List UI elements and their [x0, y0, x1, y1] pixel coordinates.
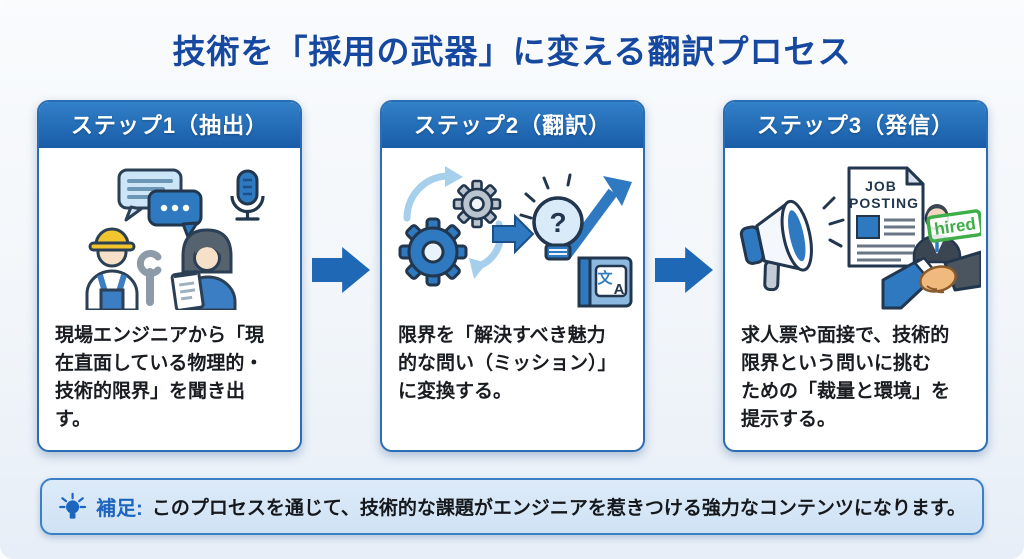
block-arrow-icon [491, 213, 534, 255]
svg-text:文: 文 [597, 269, 613, 287]
step2-header: ステップ2（翻訳） [382, 102, 643, 148]
svg-text:A: A [613, 281, 624, 298]
translate-book-icon: 文 A [577, 256, 632, 308]
page-title: 技術を「採用の武器」に変える翻訳プロセス [172, 33, 852, 70]
svg-text:POSTING: POSTING [848, 195, 918, 211]
sound-lines-icon [822, 196, 844, 248]
step3-header: ステップ3（発信） [725, 102, 986, 148]
lightbulb-icon [59, 492, 87, 519]
step2-description: 限界を「解決すべき魅力 的な問い（ミッション）」 に変換する。 [398, 325, 617, 403]
handshake-icon [881, 250, 981, 310]
job-posting-document-icon: JOB POSTING [847, 166, 924, 268]
step2-illustration: ? 文 A [382, 148, 643, 316]
notepad-icon [170, 270, 205, 310]
supplement-note: 補足: このプロセスを通じて、技術的な課題がエンジニアを惹きつける強力なコンテン… [40, 478, 984, 535]
step1-illustration [39, 148, 300, 316]
interview-scene-icon [85, 168, 265, 310]
wrench-icon [136, 250, 161, 306]
process-steps-row: ステップ1（抽出） [37, 100, 988, 452]
step3-card: ステップ3（発信） [723, 100, 988, 452]
hired-stamp-icon: hired [925, 209, 981, 243]
lightbulb-question-icon: ? [519, 173, 584, 261]
flow-arrow-icon [312, 247, 370, 293]
step1-header: ステップ1（抽出） [39, 102, 300, 148]
growth-arrow-icon [562, 176, 632, 258]
step2-card: ステップ2（翻訳） [380, 100, 645, 452]
step3-illustration: JOB POSTING [725, 148, 986, 316]
speech-bubble-icon [117, 168, 182, 222]
step3-description: 求人票や面接で、技術的 限界という問いに挑む ための「裁量と環境」を 提示する。 [741, 325, 951, 431]
gear-large-icon [398, 217, 467, 287]
flow-arrow-icon [655, 247, 713, 293]
translation-scene-icon: ? 文 A [398, 166, 632, 308]
svg-text:?: ? [549, 207, 566, 238]
chat-bubble-icon [147, 189, 202, 239]
note-prefix: 補足: [96, 498, 143, 520]
broadcast-scene-icon: JOB POSTING [739, 166, 981, 310]
svg-text:JOB: JOB [865, 178, 897, 194]
step1-description: 現場エンジニアから「現 在直面している物理的・ 技術的限界」を聞き出 す。 [55, 325, 265, 431]
step1-card: ステップ1（抽出） [37, 100, 302, 452]
microphone-icon [229, 169, 265, 221]
note-text: このプロセスを通じて、技術的な課題がエンジニアを惹きつける強力なコンテンツになり… [151, 498, 966, 519]
gear-small-icon [452, 179, 501, 229]
megaphone-icon [739, 199, 813, 292]
engineer-icon [85, 227, 138, 310]
interviewer-icon [170, 228, 236, 310]
